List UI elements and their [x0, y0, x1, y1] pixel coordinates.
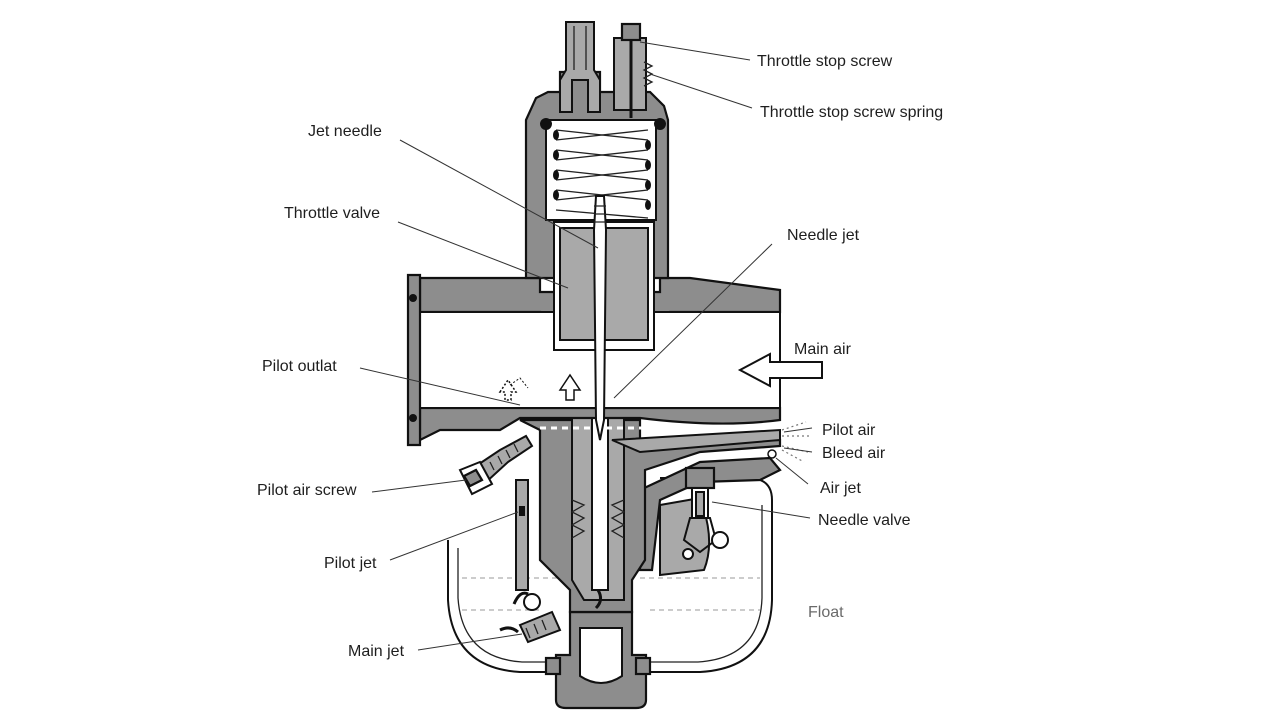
- label-main-air: Main air: [794, 341, 852, 358]
- flange-bolt-bottom: [409, 414, 417, 422]
- pilot-air-inlet: [781, 421, 810, 437]
- label-pilot-jet: Pilot jet: [324, 555, 377, 572]
- main-bore-lower: [418, 406, 782, 442]
- label-needle-jet: Needle jet: [787, 227, 860, 244]
- cap-bolt-right: [654, 118, 666, 130]
- label-pilot-air: Pilot air: [822, 422, 876, 439]
- label-float: Float: [808, 604, 844, 621]
- air-jet-opening: [767, 449, 777, 459]
- needle-valve-assembly: [682, 466, 729, 560]
- leader-lines: [359, 41, 813, 651]
- cap-bolt-left: [540, 118, 552, 130]
- label-throttle-stop-screw-spring: Throttle stop screw spring: [760, 104, 943, 121]
- cable-adjuster-bore: [573, 26, 587, 70]
- labels: Throttle stop screw Throttle stop screw …: [257, 53, 943, 660]
- cable-adjuster: [559, 21, 601, 113]
- label-pilot-outlet: Pilot outlat: [262, 358, 337, 375]
- throttle-stop-spring: [642, 61, 654, 87]
- jet-threads: [570, 499, 626, 539]
- bowl-clamp-right: [634, 656, 652, 676]
- pilot-air-screw-assembly: [458, 434, 534, 496]
- jet-needle-clip: [594, 205, 606, 223]
- jet-needle: [592, 195, 608, 441]
- label-main-jet: Main jet: [348, 643, 405, 660]
- label-throttle-valve: Throttle valve: [284, 205, 380, 222]
- flow-arrows: [498, 373, 603, 634]
- bleed-air-inlet: [781, 445, 809, 463]
- bleed-air-passage: [611, 428, 781, 454]
- main-jet-part: [518, 593, 562, 644]
- label-air-jet: Air jet: [820, 480, 861, 497]
- main-air-arrow: [737, 352, 823, 388]
- carburetor-body: [406, 21, 823, 710]
- throttle-spring: [553, 129, 651, 219]
- flange-bolt-top: [409, 294, 417, 302]
- bowl-clamp-left: [544, 656, 562, 676]
- pilot-jet: [515, 479, 529, 591]
- label-jet-needle: Jet needle: [308, 123, 382, 140]
- throttle-stop-screw-head: [620, 22, 642, 42]
- main-jet-bore: [579, 627, 623, 684]
- inlet-flange: [406, 273, 422, 447]
- pilot-jet-orifice: [519, 506, 525, 516]
- label-bleed-air: Bleed air: [822, 445, 886, 462]
- label-pilot-air-screw: Pilot air screw: [257, 482, 357, 499]
- float-bowl: [447, 477, 773, 673]
- label-needle-valve: Needle valve: [818, 512, 911, 529]
- float-chamber-wall: [638, 456, 782, 572]
- label-throttle-stop-screw: Throttle stop screw: [757, 53, 893, 70]
